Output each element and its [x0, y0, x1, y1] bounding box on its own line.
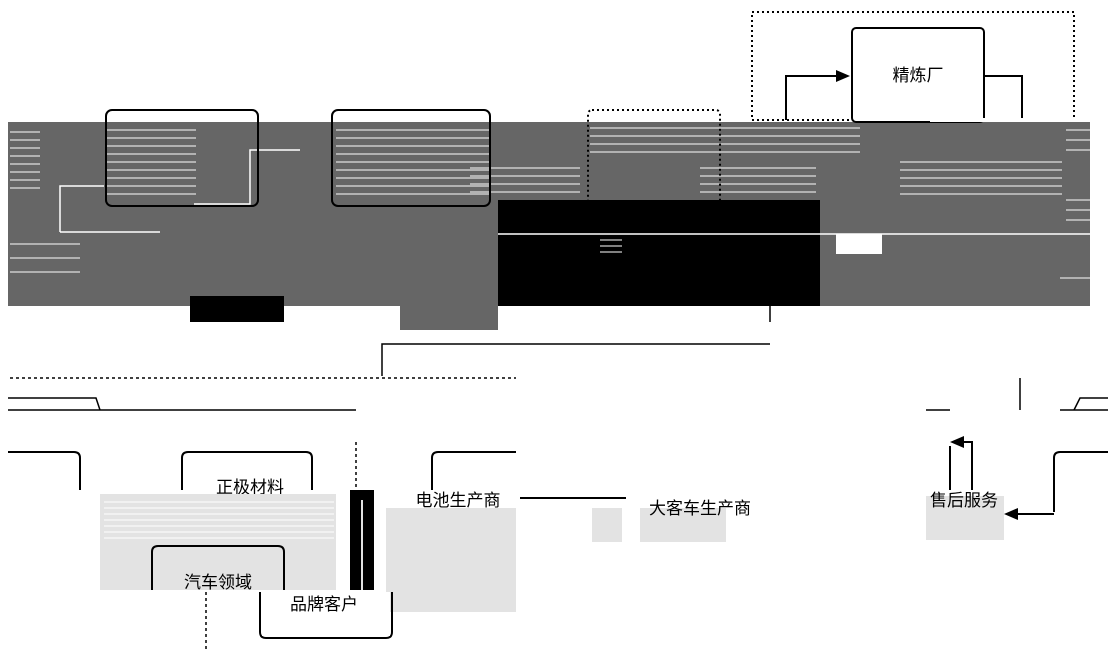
bus-maker-label: 大客车生产商 [649, 499, 751, 519]
top-refinery-region: 精炼厂 [751, 11, 1090, 123]
brand-customer-label: 品牌客户 [290, 595, 358, 615]
connector-left-short [8, 397, 101, 411]
mid-connectors [8, 306, 1108, 490]
upper-box-1 [105, 109, 259, 207]
refinery-input-arrow [785, 75, 838, 120]
lower-boxes: 正极材料 汽车领域 品牌客户 电池生产商 大客车生产商 售后服务 [8, 436, 1108, 652]
light-gray-panels [100, 494, 1004, 612]
glitch-band [8, 122, 1098, 330]
gray-tail [400, 296, 498, 330]
upper-box-outlines [105, 109, 721, 207]
panel-scanlines [104, 501, 334, 539]
box-cathode-outline [181, 451, 313, 490]
after-sales-label: 售后服务 [930, 491, 998, 511]
auto-sector-label: 汽车领域 [184, 573, 252, 593]
box-right-edge [1053, 451, 1108, 512]
band-connectors [59, 149, 1090, 254]
scanline-group-box1 [106, 129, 196, 195]
upper-box-2 [331, 109, 491, 207]
cell-maker-label: 电池生产商 [416, 491, 501, 511]
arrowhead-after-sales-top [950, 436, 964, 448]
cathode-material-label: 正极材料 [216, 478, 284, 498]
scanline-group-right [900, 129, 1098, 279]
auto-sector-box [151, 545, 285, 590]
scanline-group-left [10, 131, 80, 273]
black-block-small [190, 296, 284, 322]
scanline-group-box2 [336, 129, 490, 195]
scanline-group-center [470, 127, 860, 253]
black-block [498, 200, 820, 306]
connector-mid-left [381, 343, 770, 376]
refinery-label: 精炼厂 [893, 66, 944, 86]
arrowhead-refinery [836, 70, 850, 82]
connector-right-top [1073, 397, 1108, 411]
arrowhead-after-sales [1004, 508, 1018, 520]
upper-box-3-dotted [587, 109, 721, 207]
after-sales-top-arrow [962, 441, 973, 490]
brand-customer-box [259, 592, 393, 639]
refinery-box-cut [930, 118, 1090, 122]
box-cell-maker-outline [431, 451, 516, 490]
box-left-edge [8, 451, 81, 490]
brand-customer-fill [262, 592, 390, 636]
refinery-output-line [984, 75, 1023, 120]
